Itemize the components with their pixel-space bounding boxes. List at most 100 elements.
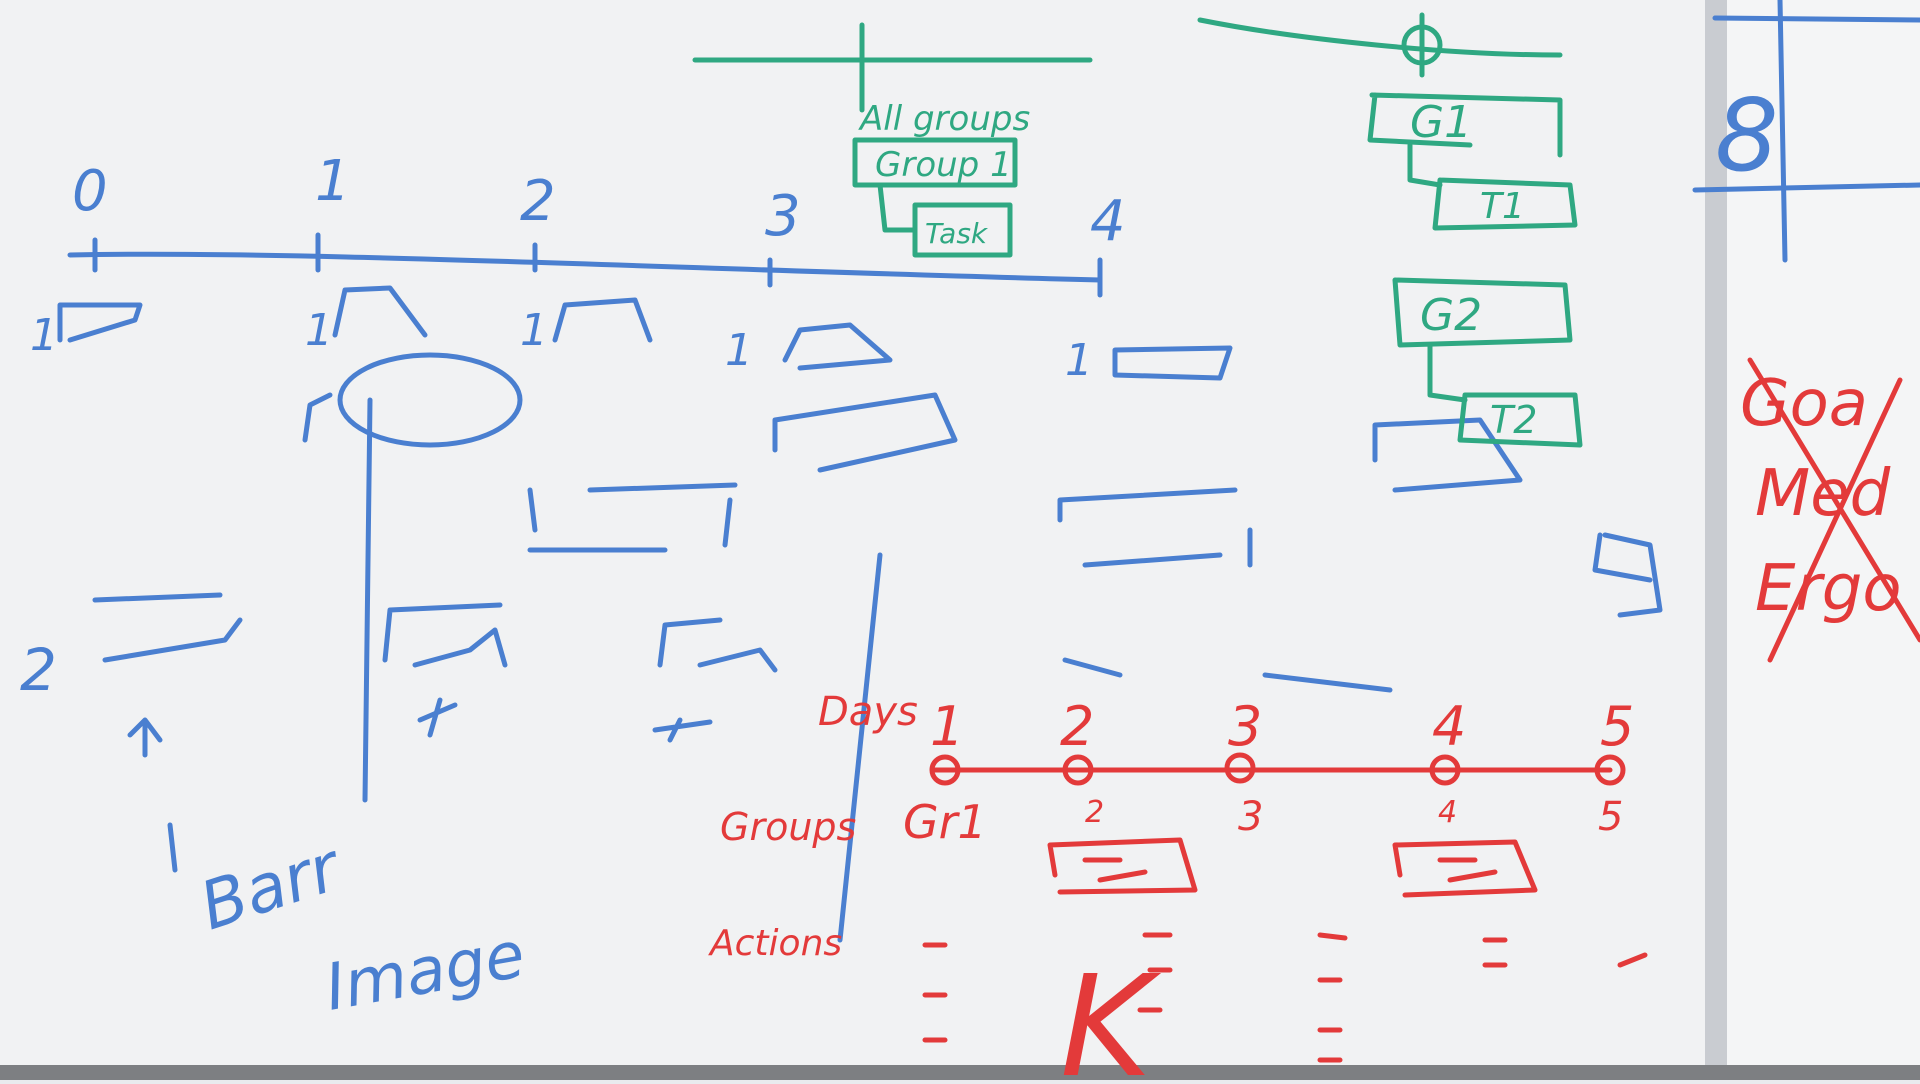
red-dash-column: [1482, 937, 1508, 968]
red-node: [1594, 754, 1626, 786]
red-group-value: 4: [1438, 795, 1457, 830]
red-label-days: Days: [818, 689, 918, 735]
green-g1-box: [1367, 92, 1563, 158]
blue-tick-label: 1: [315, 149, 351, 214]
blue-bar: [302, 392, 333, 443]
red-group-box: [1047, 837, 1198, 895]
green-tree-right: [1197, 12, 1583, 448]
red-tick-label: 4: [1432, 695, 1466, 758]
red-tick-label: 1: [930, 695, 964, 758]
red-timeline: [922, 752, 1648, 1063]
blue-bar: [782, 322, 893, 371]
red-group-box: [1392, 839, 1538, 898]
red-dash-column: [1137, 932, 1173, 1013]
green-t1-box: [1432, 177, 1578, 231]
red-group-value: 5: [1598, 794, 1623, 840]
red-tick-labels: 1 2 3 4 5: [930, 695, 1634, 758]
red-mark: [1437, 857, 1498, 883]
red-dash-column: [1317, 932, 1348, 1063]
blue-bar: [92, 592, 243, 663]
blue-vertical-line: [362, 397, 373, 803]
green-connector: [1427, 342, 1468, 403]
blue-bar-shapes: [57, 285, 1663, 943]
blue-bar: [1372, 417, 1523, 493]
blue-vertical-line: [837, 552, 883, 943]
blue-bar: [332, 285, 428, 338]
blue-bar: [1057, 487, 1253, 568]
green-header: All groups: [858, 99, 1030, 139]
red-tick-label: 3: [1228, 695, 1262, 758]
red-label-actions: Actions: [708, 923, 842, 964]
side-word: Med: [1755, 457, 1891, 531]
blue-tick-labels: 0 1 2 3 4: [72, 149, 1126, 254]
green-group-box: [852, 137, 1018, 188]
green-g1-label: G1: [1410, 97, 1472, 148]
red-node: [1429, 754, 1461, 786]
red-label-groups: Groups: [720, 805, 856, 849]
blue-row-number: 1: [725, 325, 753, 376]
side-word: Ergo: [1755, 552, 1902, 626]
cross-line: [1747, 357, 1920, 643]
blue-bar: [57, 302, 143, 343]
blue-bar: [657, 617, 778, 673]
green-t1-label: T1: [1480, 186, 1525, 227]
green-t2-label: T2: [1490, 398, 1537, 442]
green-connector: [1407, 142, 1443, 188]
blue-bar: [1112, 345, 1233, 381]
side-line: [1692, 182, 1920, 193]
blue-bar: [1592, 532, 1663, 618]
blue-tick-label: 0: [72, 159, 108, 224]
green-g2-label: G2: [1420, 290, 1482, 341]
blue-oval: [337, 352, 523, 448]
green-t2-box: [1457, 392, 1583, 448]
blue-mark: [167, 822, 178, 873]
green-line: [1197, 17, 1563, 58]
red-group-value: 2: [1085, 795, 1104, 830]
blue-row-number-2: 2: [20, 636, 57, 704]
red-tick-label: 2: [1060, 695, 1094, 758]
blue-row-numbers: 1 1 1 1 1: [30, 305, 1093, 386]
board-frame-divider: [1705, 0, 1727, 1080]
green-tree-left: [692, 22, 1093, 258]
blue-bar: [382, 602, 508, 668]
blue-row-number: 1: [1065, 335, 1093, 386]
red-group-value: 3: [1238, 794, 1263, 840]
blue-arrow: [417, 697, 458, 738]
red-group-values: Gr1 2 3 4 5: [903, 794, 1623, 849]
blue-arrow: [127, 717, 163, 758]
red-dash-column: [1617, 952, 1648, 968]
blue-bar: [527, 482, 738, 553]
red-big-letter: K: [1060, 946, 1162, 1080]
red-mark: [1082, 857, 1148, 883]
blue-row-number: 1: [520, 305, 548, 356]
blue-row-number: 1: [30, 310, 58, 361]
green-group-label: Group 1: [875, 145, 1012, 185]
blue-tick-label: 2: [520, 169, 556, 234]
red-node: [1062, 754, 1094, 786]
side-line: [1777, 0, 1788, 263]
green-g2-box: [1392, 277, 1573, 348]
side-panel-lines: [1692, 0, 1920, 263]
green-connector: [877, 182, 918, 233]
blue-bar: [1062, 657, 1393, 693]
green-task-box: [912, 202, 1013, 258]
side-cross-out: [1747, 357, 1920, 663]
blue-bar: [772, 392, 958, 473]
red-dash-column: [922, 942, 948, 1043]
blue-arrow: [652, 717, 713, 743]
blue-timeline: [67, 232, 1103, 298]
side-number: 8: [1715, 77, 1779, 194]
floor-strip: [0, 1065, 1920, 1080]
side-crossed-words: Goa Med Ergo: [1740, 367, 1902, 626]
red-group-value: Gr1: [903, 795, 987, 849]
blue-bar: [552, 297, 653, 343]
blue-tick-label: 4: [1090, 189, 1126, 254]
blue-row-number: 1: [305, 305, 333, 356]
red-node: [929, 754, 961, 786]
blue-axis-line: [67, 251, 1103, 283]
red-node: [1224, 752, 1256, 784]
blue-tick-label: 3: [765, 184, 801, 249]
cross-line: [1767, 377, 1903, 663]
